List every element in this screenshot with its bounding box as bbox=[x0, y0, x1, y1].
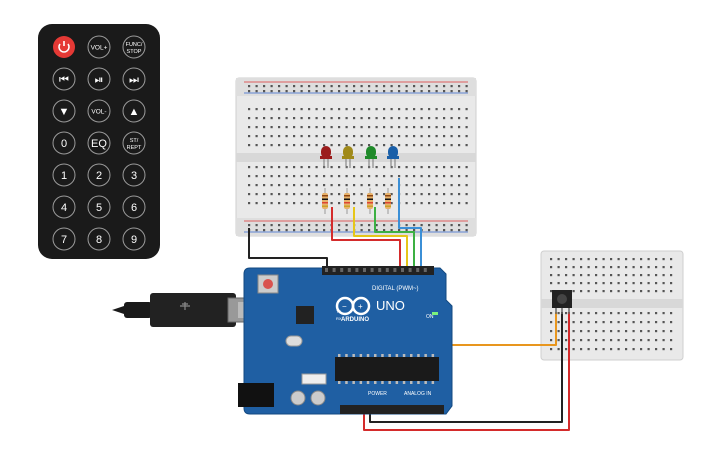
remote-key-label: 4 bbox=[61, 202, 67, 214]
remote-key-label: 0 bbox=[61, 138, 67, 150]
wires bbox=[248, 178, 570, 431]
remote-key-label: FUNC/ bbox=[126, 42, 143, 48]
remote-key-three[interactable]: 3 bbox=[122, 163, 146, 187]
remote-key-label: ST/ bbox=[130, 138, 139, 144]
usb-chip bbox=[296, 306, 314, 324]
rx-label: RX bbox=[336, 316, 342, 321]
remote-key-power[interactable] bbox=[53, 36, 75, 58]
wire-red-sensor-5v bbox=[363, 312, 570, 431]
remote-key-nine[interactable]: 9 bbox=[122, 227, 146, 251]
remote-key-label: ▲ bbox=[129, 106, 140, 118]
remote-key-zero[interactable]: 0 bbox=[52, 131, 76, 155]
remote-key-vol-up[interactable]: VOL+ bbox=[87, 35, 111, 59]
remote-key-two[interactable]: 2 bbox=[87, 163, 111, 187]
arduino-uno-board: − + ARDUINO UNO DIGITAL (PWM~) POWER ANA… bbox=[238, 266, 453, 415]
remote-key-func-stop[interactable]: FUNC/STOP bbox=[122, 35, 146, 59]
crystal bbox=[285, 335, 303, 347]
atmega-chip bbox=[335, 357, 439, 381]
remote-key-five[interactable]: 5 bbox=[87, 195, 111, 219]
remote-key-up[interactable]: ▲ bbox=[122, 99, 146, 123]
remote-key-label: 7 bbox=[61, 234, 67, 246]
remote-key-one[interactable]: 1 bbox=[52, 163, 76, 187]
mini-breadboard bbox=[540, 250, 684, 361]
led-array bbox=[320, 146, 399, 214]
resistor bbox=[322, 188, 328, 214]
main-breadboard bbox=[235, 77, 477, 237]
remote-key-six[interactable]: 6 bbox=[122, 195, 146, 219]
remote-key-seven[interactable]: 7 bbox=[52, 227, 76, 251]
remote-key-label: STOP bbox=[127, 49, 142, 55]
led-blue bbox=[387, 146, 399, 168]
remote-key-next[interactable]: ⏭ bbox=[122, 67, 146, 91]
power-header-label: POWER bbox=[368, 391, 387, 397]
svg-text:+: + bbox=[358, 302, 363, 311]
remote-key-label: ⏭ bbox=[129, 74, 139, 86]
remote-key-down[interactable]: ▼ bbox=[52, 99, 76, 123]
remote-key-label: EQ bbox=[91, 138, 107, 150]
power-jack bbox=[238, 383, 274, 407]
wire-blue-led bbox=[398, 178, 422, 268]
model-label: UNO bbox=[376, 298, 405, 313]
remote-key-label: 3 bbox=[131, 170, 137, 182]
wire-yellow-led bbox=[353, 207, 408, 268]
remote-key-label: 6 bbox=[131, 202, 137, 214]
wire-black-gnd bbox=[248, 228, 328, 267]
remote-key-label: ▼ bbox=[59, 106, 70, 118]
remote-key-label: ⏮ bbox=[59, 74, 69, 86]
capacitor bbox=[310, 390, 326, 406]
remote-key-label: 2 bbox=[96, 170, 102, 182]
reset-button[interactable] bbox=[263, 279, 273, 289]
ir-receiver bbox=[552, 290, 572, 314]
resistor bbox=[385, 188, 391, 214]
arduino-logo: − + bbox=[335, 296, 371, 316]
on-led-label: ON bbox=[426, 314, 434, 320]
ir-remote: VOL+ FUNC/STOP ⏮ ⏯ ⏭ ▼ VOL- ▲ 0 EQ ST/REPT 1 2 3 4 5 6 7 8… bbox=[38, 24, 160, 259]
remote-key-label: 5 bbox=[96, 202, 102, 214]
usb-cable bbox=[112, 293, 257, 327]
power-icon bbox=[58, 41, 70, 53]
wire-green-led bbox=[374, 207, 415, 268]
remote-key-eq[interactable]: EQ bbox=[87, 131, 111, 155]
remote-key-prev[interactable]: ⏮ bbox=[52, 67, 76, 91]
remote-key-label: 9 bbox=[131, 234, 137, 246]
remote-key-label: REPT bbox=[127, 145, 142, 151]
remote-key-four[interactable]: 4 bbox=[52, 195, 76, 219]
remote-key-label: ⏯ bbox=[95, 74, 104, 86]
remote-key-label: 8 bbox=[96, 234, 102, 246]
remote-key-st-rept[interactable]: ST/REPT bbox=[122, 131, 146, 155]
wire-red-led bbox=[331, 207, 401, 268]
remote-key-label: 1 bbox=[61, 170, 67, 182]
led-red bbox=[320, 146, 332, 168]
remote-key-play-pause[interactable]: ⏯ bbox=[87, 67, 111, 91]
digital-header-label: DIGITAL (PWM~) bbox=[372, 286, 419, 292]
remote-key-eight[interactable]: 8 bbox=[87, 227, 111, 251]
analog-header-label: ANALOG IN bbox=[404, 391, 432, 397]
remote-key-label: VOL+ bbox=[91, 44, 108, 51]
remote-key-vol-down[interactable]: VOL- bbox=[87, 99, 111, 123]
tx-label: TX bbox=[336, 309, 341, 314]
resistor bbox=[344, 188, 350, 214]
svg-text:−: − bbox=[342, 302, 347, 311]
capacitor bbox=[290, 390, 306, 406]
led-green bbox=[365, 146, 377, 168]
resistor bbox=[367, 188, 373, 214]
wire-black-sensor-gnd bbox=[369, 312, 563, 423]
remote-key-label: VOL- bbox=[91, 108, 106, 115]
usb-icon bbox=[180, 302, 190, 310]
led-yellow bbox=[342, 146, 354, 168]
arduino-logo-text: ARDUINO bbox=[341, 317, 369, 323]
